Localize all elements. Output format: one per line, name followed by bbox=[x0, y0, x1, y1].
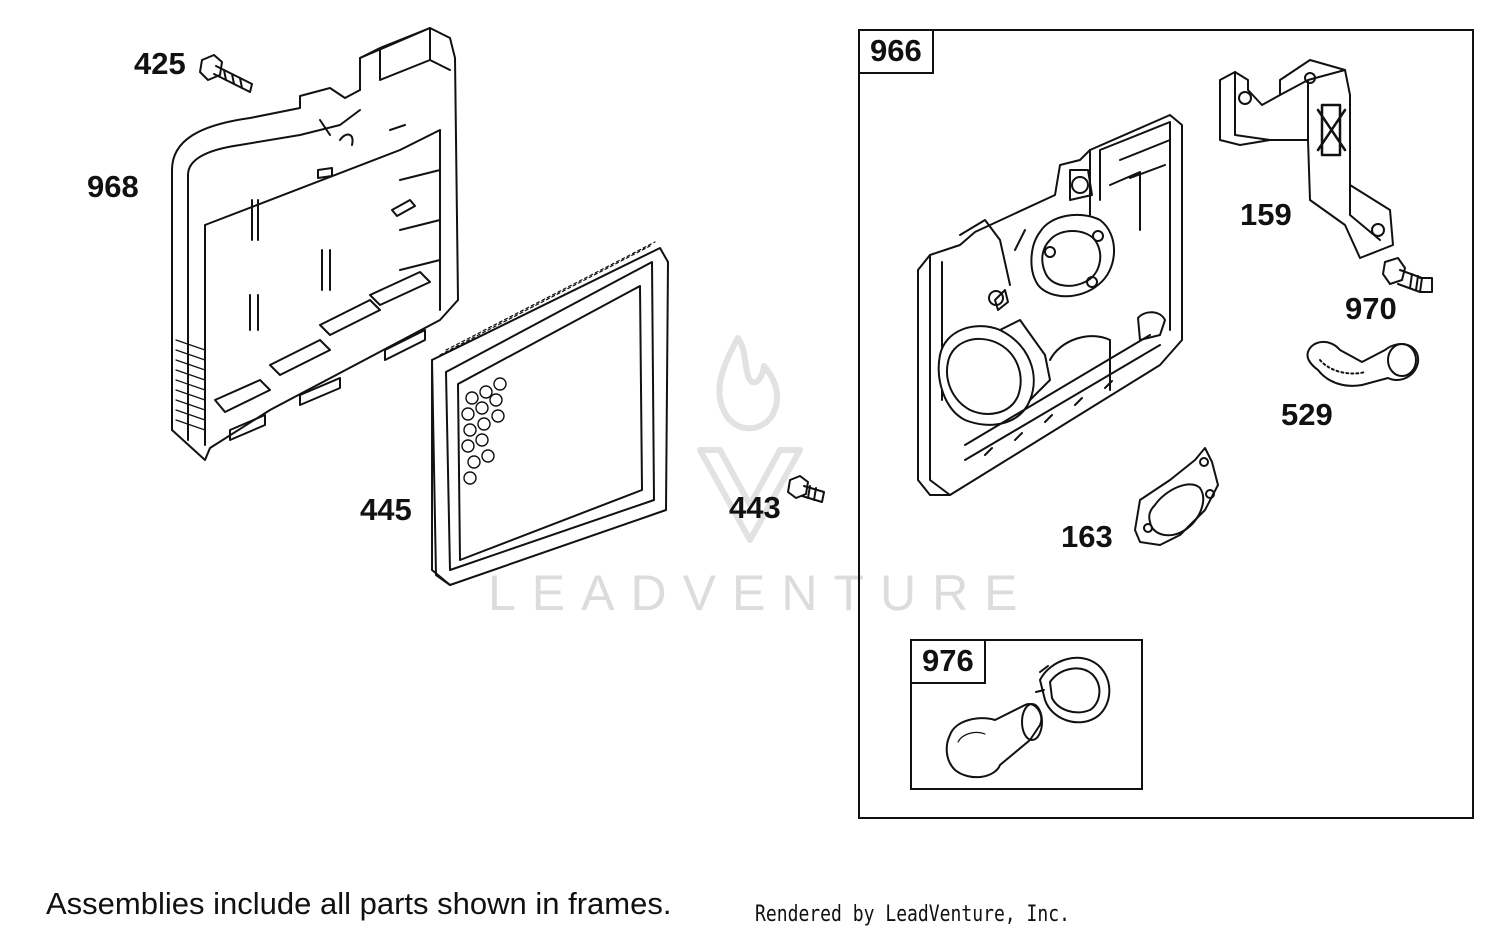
screw-443-icon bbox=[787, 475, 825, 503]
watermark-text: LEADVENTURE bbox=[488, 565, 1034, 621]
callout-163[interactable]: 163 bbox=[1061, 519, 1113, 554]
callout-425[interactable]: 425 bbox=[134, 46, 186, 81]
air-filter-445-icon bbox=[431, 241, 669, 586]
assembly-tag-976[interactable]: 976 bbox=[912, 641, 986, 684]
air-cleaner-base-968-icon bbox=[171, 27, 459, 461]
bracket-159-icon bbox=[1219, 59, 1394, 259]
render-credit: Rendered by LeadVenture, Inc. bbox=[755, 902, 1070, 927]
assembly-frame-976: 976 bbox=[910, 639, 1143, 790]
callout-445[interactable]: 445 bbox=[360, 492, 412, 527]
air-cleaner-body-966-icon bbox=[917, 114, 1183, 496]
assembly-footnote: Assemblies include all parts shown in fr… bbox=[46, 886, 672, 921]
callout-159[interactable]: 159 bbox=[1240, 197, 1292, 232]
callout-970[interactable]: 970 bbox=[1345, 291, 1397, 326]
screw-970-icon bbox=[1382, 257, 1433, 293]
callout-443[interactable]: 443 bbox=[729, 490, 781, 525]
filter-cap-976-icon bbox=[945, 703, 1043, 779]
gasket-163-icon bbox=[1134, 447, 1219, 546]
bolt-425-icon bbox=[199, 54, 253, 93]
assembly-tag-966[interactable]: 966 bbox=[860, 31, 934, 74]
elbow-hose-529-icon bbox=[1306, 341, 1420, 387]
assembly-frame-966: 966 bbox=[858, 29, 1474, 819]
callout-529[interactable]: 529 bbox=[1281, 397, 1333, 432]
watermark-logo-icon bbox=[697, 335, 803, 543]
clamp-976-icon bbox=[1035, 656, 1111, 724]
callout-968[interactable]: 968 bbox=[87, 169, 139, 204]
